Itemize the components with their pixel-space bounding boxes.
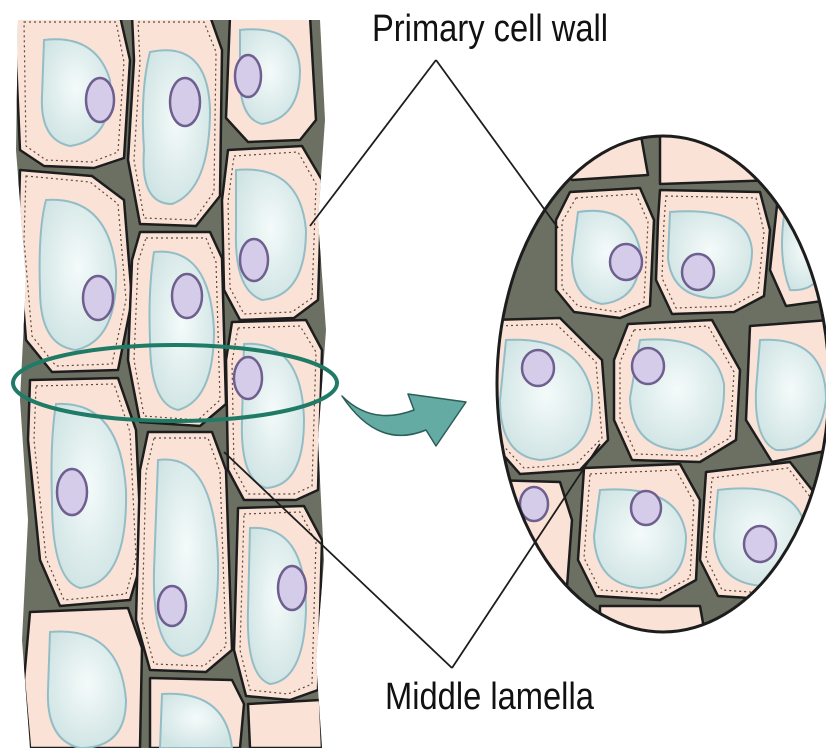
nucleus <box>632 348 664 384</box>
cell <box>248 700 322 748</box>
nucleus <box>234 357 262 399</box>
nucleus <box>83 276 113 320</box>
nucleus <box>610 244 642 280</box>
nucleus <box>170 78 200 126</box>
zoom-circle <box>490 130 826 640</box>
middle-lamella-label: Middle lamella <box>385 676 594 719</box>
tissue-strip <box>0 0 340 748</box>
nucleus <box>235 55 261 97</box>
nucleus <box>158 586 186 626</box>
nucleus <box>682 254 714 290</box>
nucleus <box>631 491 661 525</box>
nucleus <box>57 469 87 515</box>
nucleus <box>86 78 114 122</box>
leader-line-primary-right <box>436 60 558 228</box>
nucleus <box>522 350 554 386</box>
nucleus <box>240 239 268 281</box>
curved-arrow-icon <box>342 394 466 446</box>
nucleus <box>172 274 202 318</box>
primary-cell-wall-label: Primary cell wall <box>372 8 608 51</box>
nucleus <box>744 526 776 562</box>
leader-line-primary-left <box>310 60 436 226</box>
nucleus <box>278 566 306 610</box>
nucleus <box>520 487 548 521</box>
